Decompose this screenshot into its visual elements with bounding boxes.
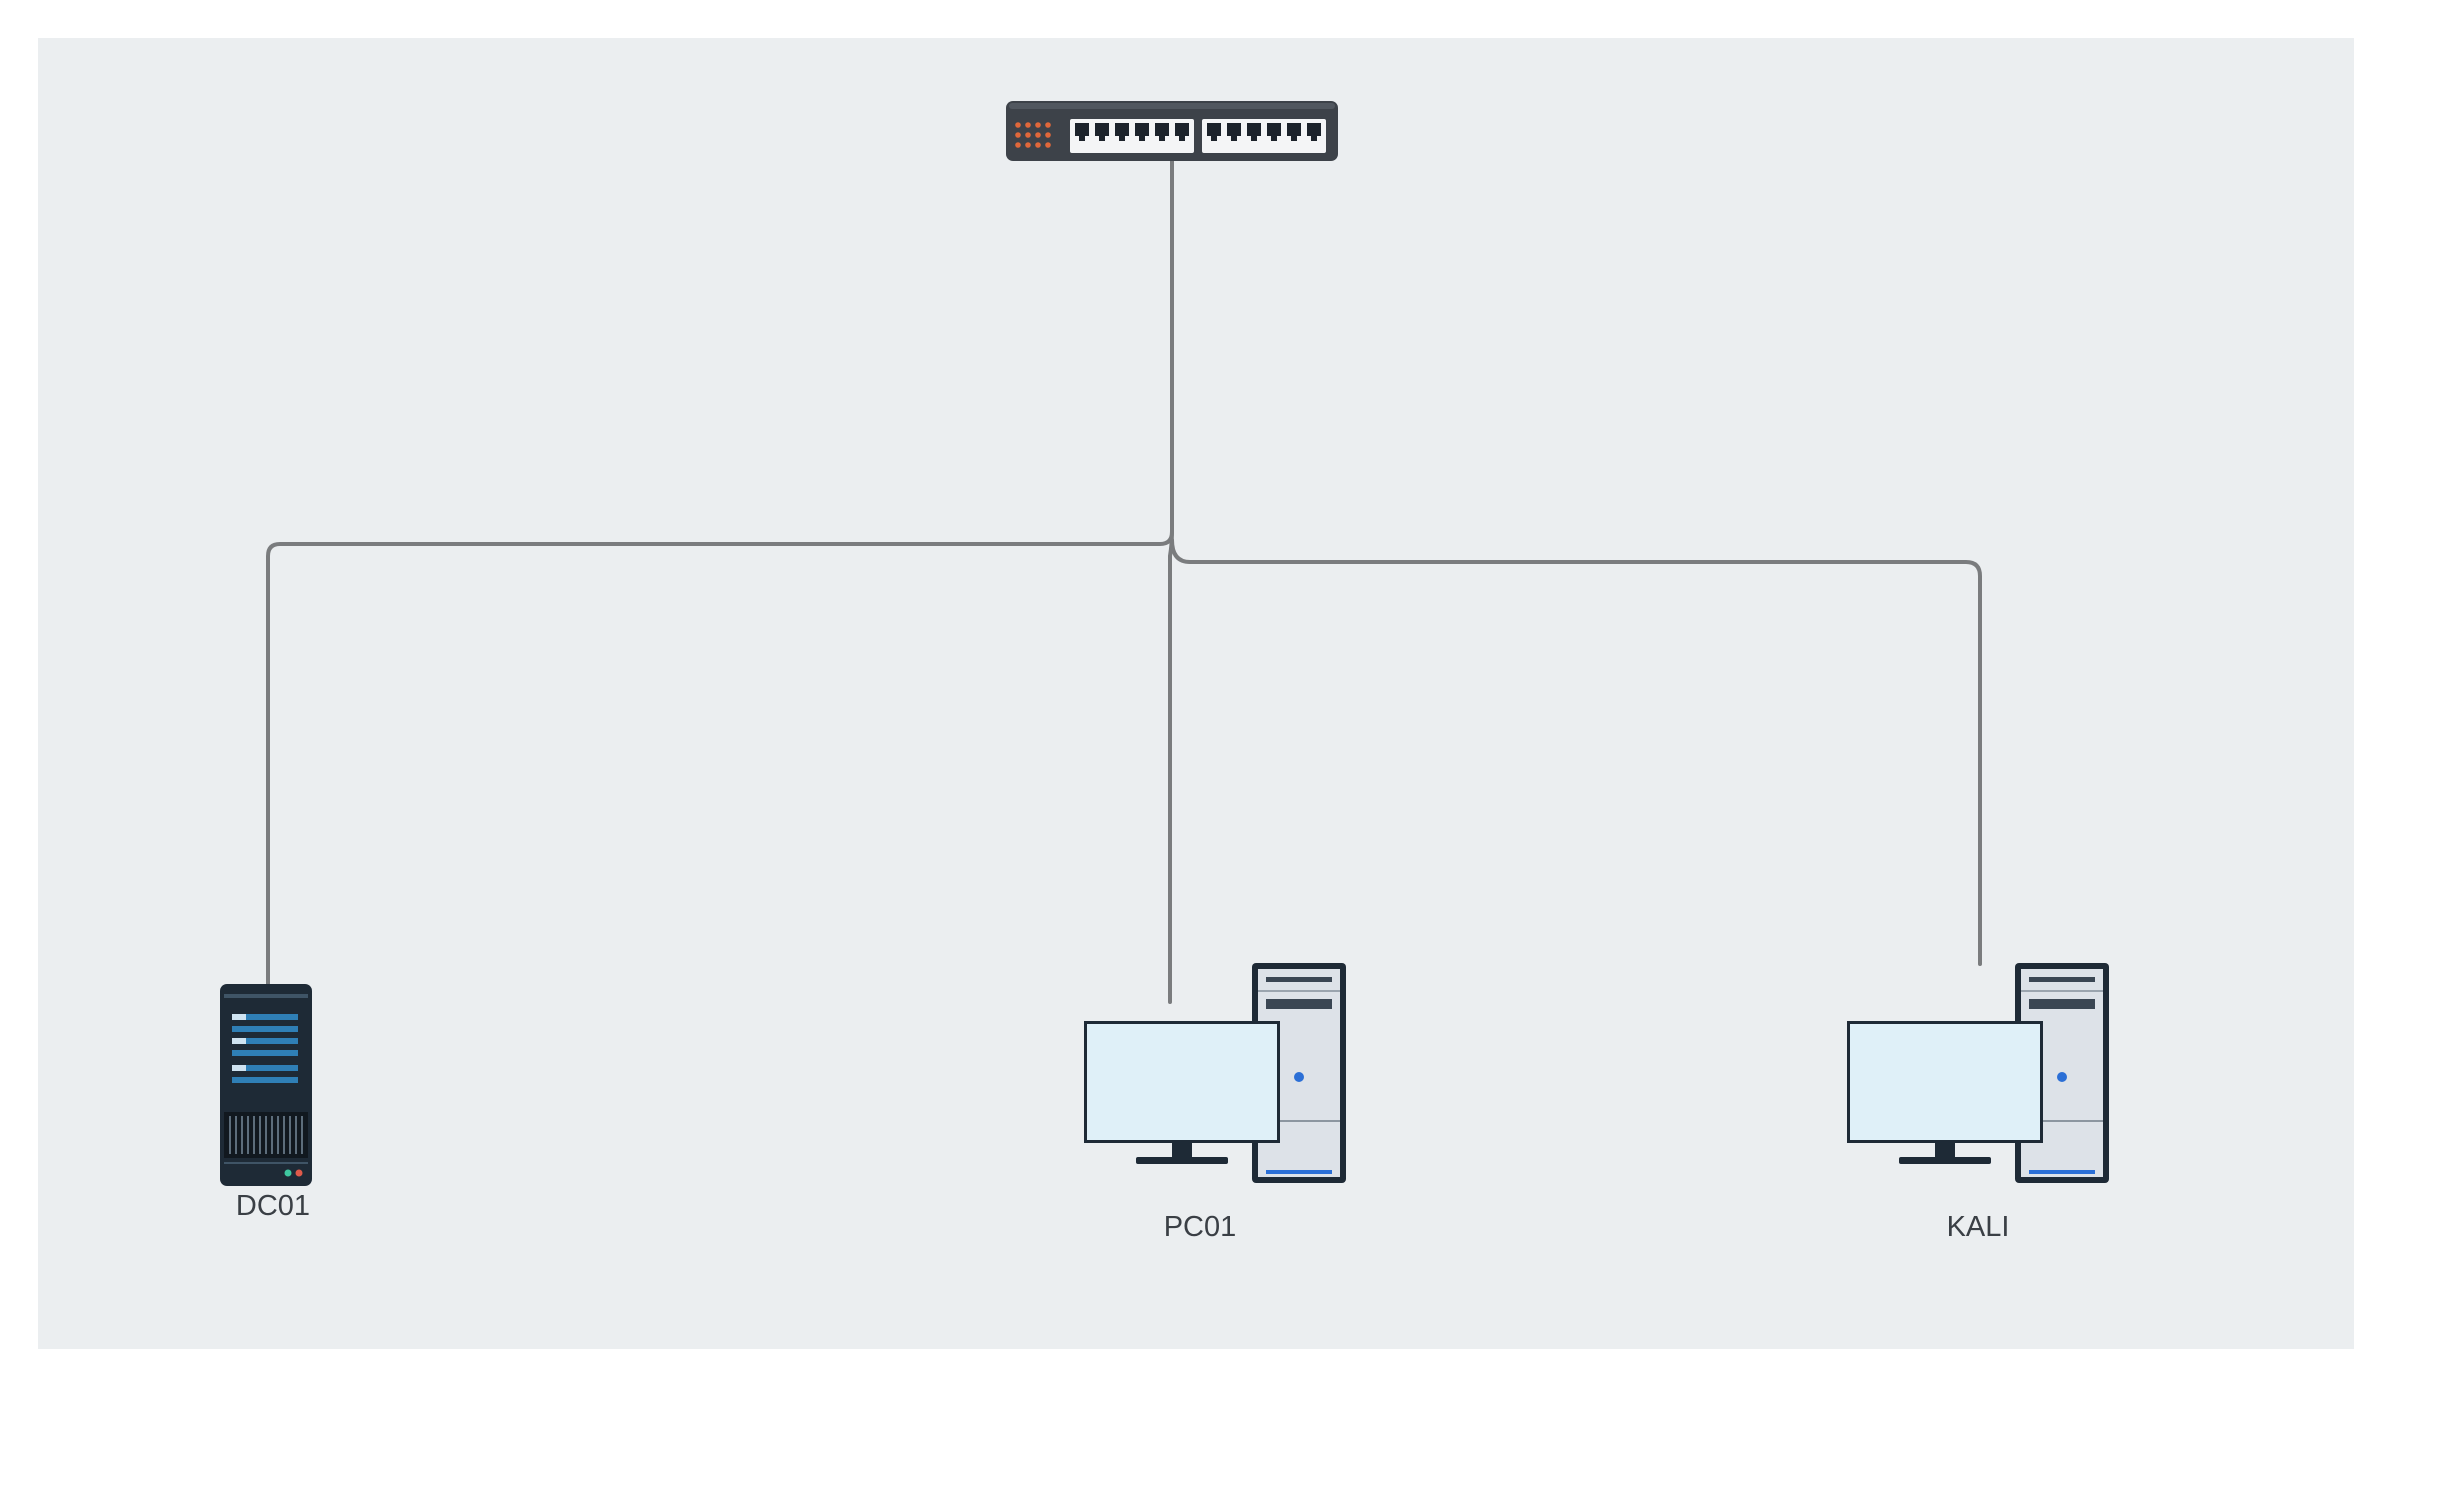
node-dc01[interactable]: DC01 bbox=[219, 983, 313, 1222]
node-kali[interactable]: KALI bbox=[1846, 962, 2110, 1243]
node-pc01[interactable]: PC01 bbox=[1083, 962, 1347, 1243]
link-switch-to-kali[interactable] bbox=[1170, 538, 1982, 966]
diagram-canvas bbox=[38, 38, 2354, 1349]
network-switch-icon[interactable] bbox=[1006, 101, 1338, 161]
node-label-dc01: DC01 bbox=[236, 1190, 310, 1222]
connection-lines bbox=[266, 158, 1982, 1004]
server-tower-icon bbox=[219, 983, 313, 1187]
node-label-pc01: PC01 bbox=[1164, 1211, 1237, 1243]
link-switch-to-pc01[interactable] bbox=[1168, 528, 1174, 1004]
node-label-kali: KALI bbox=[1947, 1211, 2010, 1243]
